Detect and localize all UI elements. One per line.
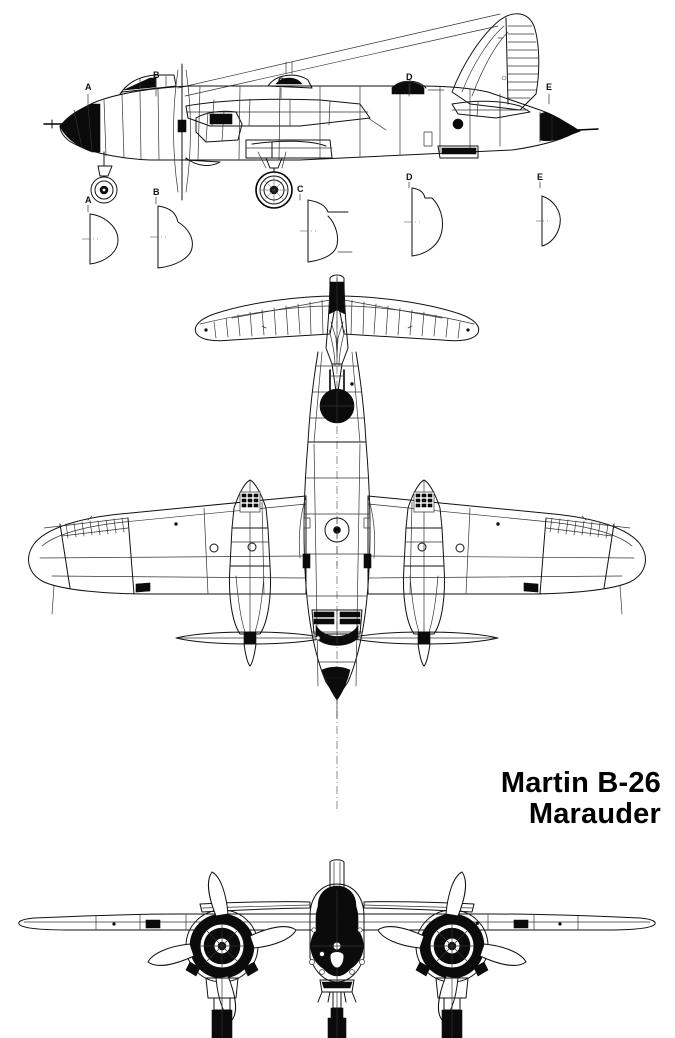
- section-marker-upper-c: C: [278, 76, 285, 99]
- marker-label: E: [537, 172, 543, 182]
- marker-label: B: [153, 187, 160, 197]
- cross-section-c: [300, 199, 353, 263]
- section-marker-lower-b: B: [153, 187, 160, 205]
- marker-label: B: [153, 70, 160, 80]
- marker-label: A: [85, 195, 92, 205]
- cross-section-e: [536, 195, 561, 247]
- plan-view: [28, 274, 646, 811]
- marker-label: A: [85, 82, 92, 92]
- section-marker-upper-b: B: [153, 70, 160, 97]
- cross-section-b: [150, 205, 193, 269]
- section-marker-lower-e: E: [537, 172, 543, 189]
- marker-label: E: [546, 82, 552, 92]
- marker-label: D: [406, 72, 413, 82]
- cross-section-d: [404, 187, 443, 257]
- title-block: Martin B-26 Marauder: [361, 768, 661, 829]
- section-marker-upper-e: E: [546, 82, 552, 105]
- marker-label: D: [406, 172, 413, 182]
- marker-label: C: [278, 76, 285, 86]
- section-marker-lower-c: C: [297, 184, 304, 201]
- front-elevation-view: [18, 859, 656, 1038]
- engine-left: [147, 871, 297, 1038]
- section-marker-lower-a: A: [85, 195, 92, 213]
- marker-label: C: [297, 184, 304, 194]
- title-line-1: Martin B-26: [500, 767, 661, 799]
- cross-section-a: [82, 213, 119, 265]
- side-elevation-view: A B C D E A B C D E: [43, 13, 599, 269]
- title-line-2: Marauder: [528, 797, 661, 830]
- section-marker-upper-a: A: [85, 82, 92, 107]
- section-marker-lower-d: D: [406, 172, 413, 189]
- section-marker-upper-d: D: [406, 72, 413, 97]
- engine-right: [377, 871, 527, 1038]
